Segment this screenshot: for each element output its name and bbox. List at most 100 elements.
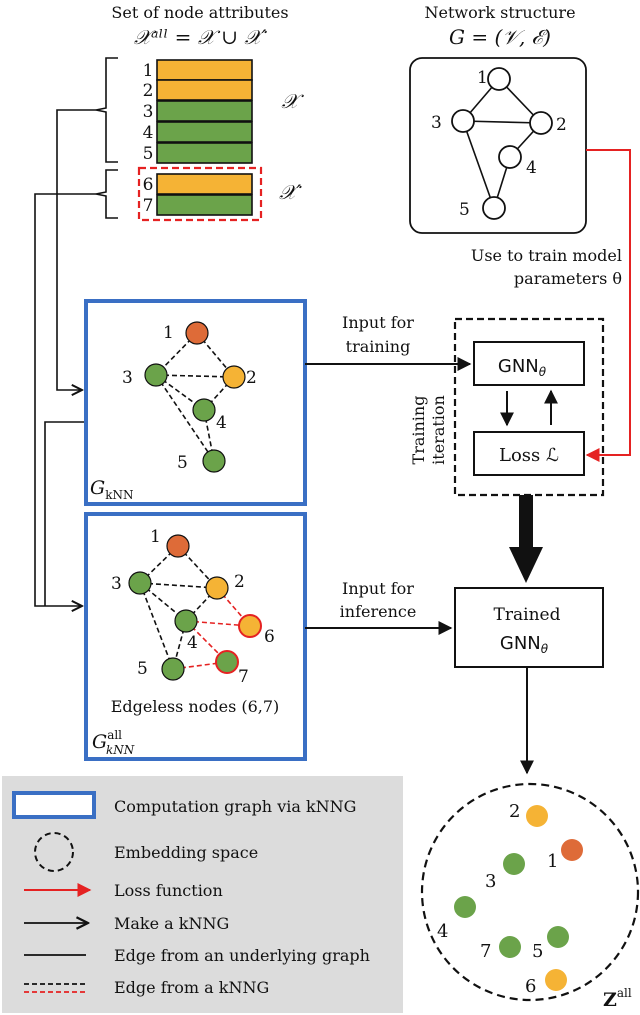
- attribute-bar: [156, 100, 253, 122]
- network-box: [409, 57, 587, 234]
- graph-node: [192, 398, 216, 422]
- trained-gnn-label: GNNθ: [500, 633, 549, 656]
- graph-node: [161, 657, 185, 681]
- attribute-row: 3: [143, 100, 253, 122]
- edgeless-node: [215, 650, 239, 674]
- attribute-row: 5: [143, 142, 253, 164]
- embedding-node: [499, 936, 521, 958]
- gall-label-sub: kNN: [106, 743, 135, 757]
- embedding-node: [526, 805, 548, 827]
- node-label: 2: [234, 572, 245, 592]
- brace-observed: [95, 57, 118, 163]
- new-attributes-highlight: [137, 166, 263, 222]
- graph-node: [222, 365, 246, 389]
- node-label: 6: [525, 976, 536, 997]
- network-formula: G = (𝒱, ℰ): [449, 25, 551, 49]
- node-label: 5: [459, 200, 470, 220]
- node-label: 3: [431, 113, 442, 133]
- graph-node: [451, 109, 475, 133]
- node-label: 2: [509, 801, 520, 822]
- embedding-label: Zall: [603, 986, 632, 1011]
- gnn-main: GNN: [498, 356, 539, 377]
- node-label: 3: [111, 574, 122, 594]
- node-label: 1: [163, 323, 174, 343]
- attribute-bar: [156, 173, 253, 195]
- loss-arrow: [585, 149, 631, 462]
- graph-node: [144, 363, 168, 387]
- gall-label-main: G: [92, 731, 107, 753]
- legend-swatch-computation-graph: [12, 791, 96, 819]
- legend-label: Edge from an underlying graph: [114, 946, 370, 965]
- embedding-label-sup: all: [617, 986, 632, 1000]
- attribute-bar: [156, 59, 253, 81]
- graph-node: [205, 576, 229, 600]
- knn-edge: [155, 374, 215, 462]
- gnn-label: GNNθ: [498, 356, 547, 379]
- node-label: 4: [437, 921, 448, 942]
- legend-label: Computation graph via kNNG: [114, 797, 356, 816]
- row-label: 6: [143, 175, 154, 195]
- node-label: 1: [547, 851, 558, 872]
- iter-line2: iteration: [429, 395, 448, 465]
- node-label: 5: [177, 453, 188, 473]
- node-label: 4: [526, 158, 537, 178]
- gknn-label-sub: kNN: [105, 488, 133, 502]
- embedding-nodes: [454, 805, 583, 991]
- knn-edge: [139, 582, 174, 670]
- attribute-row: 6: [143, 173, 253, 195]
- attribute-row: 7: [143, 194, 253, 216]
- row-label: 1: [143, 61, 154, 81]
- input-training-line2: training: [346, 337, 411, 356]
- node-label: 5: [137, 659, 148, 679]
- legend-label: Loss function: [114, 881, 223, 900]
- attribute-rows: 1 2 3 4 5 6 7: [143, 59, 253, 216]
- row-label: 5: [143, 144, 154, 164]
- make-knng-arrow: [34, 193, 96, 606]
- node-label: 4: [216, 413, 227, 433]
- network-nodes: [451, 67, 553, 220]
- input-inference-line2: inference: [340, 602, 417, 621]
- knn-edge: [139, 582, 218, 589]
- node-label: 3: [485, 871, 496, 892]
- make-knng-arrow: [44, 421, 86, 606]
- attribute-bar: [156, 121, 253, 143]
- node-label: 7: [480, 941, 491, 962]
- embedding-space: [420, 782, 640, 1002]
- node-label: 6: [264, 627, 275, 647]
- row-label: 7: [143, 196, 154, 216]
- trained-label: Trained: [494, 605, 561, 625]
- gall-caption: Edgeless nodes (6,7): [111, 697, 280, 716]
- attributes-formula: 𝒳ᵃˡˡ = 𝒳 ∪ 𝒳′: [134, 25, 268, 49]
- gnn-sub: θ: [539, 365, 547, 379]
- graph-node: [529, 111, 553, 135]
- embedding-node: [454, 896, 476, 918]
- training-iteration-label: Trainingiteration: [409, 395, 448, 465]
- embedding-node: [547, 926, 569, 948]
- graph-node: [487, 67, 511, 91]
- network-title: Network structure: [424, 3, 575, 22]
- legend-label: Embedding space: [114, 843, 258, 862]
- attribute-row: 1: [143, 59, 253, 81]
- embedding-node: [503, 853, 525, 875]
- knng-arrows: [34, 109, 96, 606]
- graph-node: [498, 145, 522, 169]
- gnn-box: [473, 341, 585, 386]
- gknn-label-main: G: [90, 477, 105, 499]
- graph-node: [185, 321, 209, 345]
- graph-node: [174, 609, 198, 633]
- graph-node: [482, 196, 506, 220]
- attribute-bar: [156, 194, 253, 216]
- node-label: 1: [477, 68, 488, 88]
- node-label: 2: [556, 115, 567, 135]
- gall-nodes: [128, 534, 262, 681]
- node-label: 5: [532, 941, 543, 962]
- attribute-row: 2: [143, 79, 253, 101]
- thick-arrow-shaft: [519, 495, 533, 549]
- gall-box: [84, 512, 307, 761]
- graph-node: [166, 534, 190, 558]
- loss-label: Loss ℒ: [499, 445, 559, 466]
- trained-gnn-sub: θ: [541, 642, 549, 656]
- gknn-label: GkNN: [90, 477, 133, 502]
